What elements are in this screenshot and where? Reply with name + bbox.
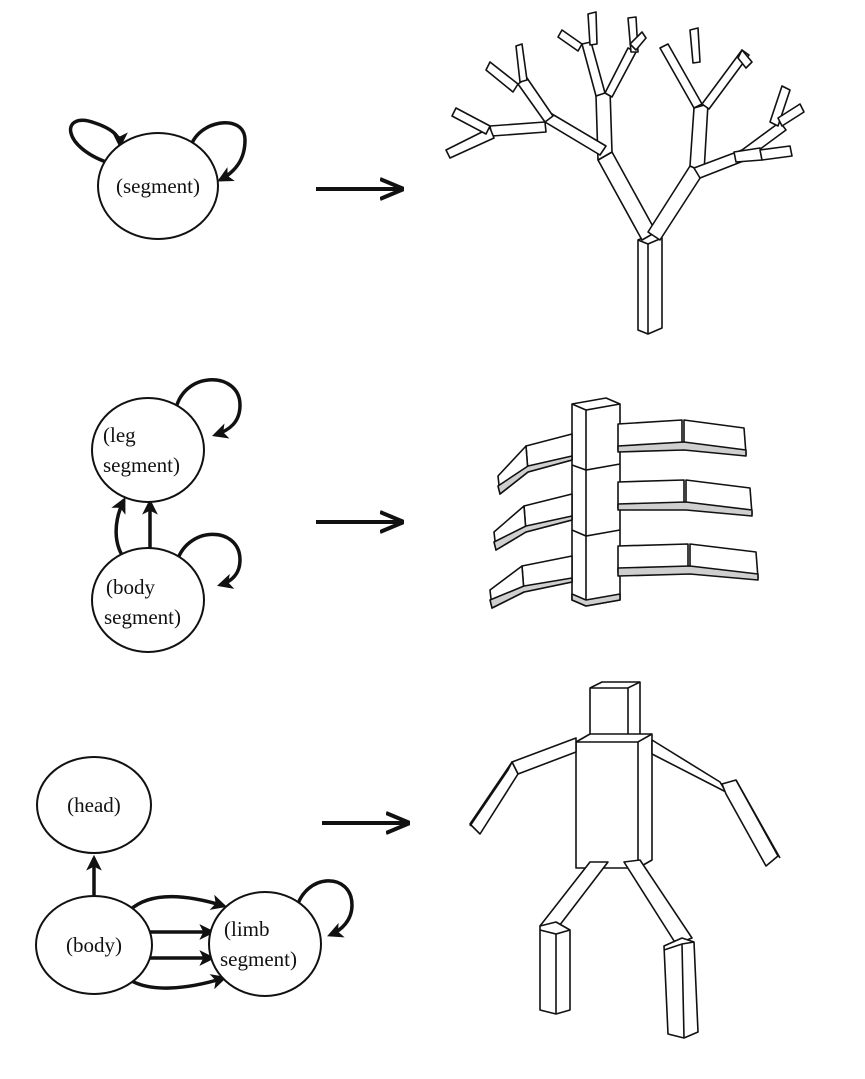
node-leg-segment-label-2: segment): [103, 453, 180, 477]
humanoid-head: [589, 681, 641, 743]
graph-head-body-limb: (head) (body) (limb segment): [35, 756, 354, 997]
limb-self-loop: [294, 879, 354, 938]
humanoid-torso: [575, 733, 653, 869]
node-body: [35, 895, 153, 995]
node-leg-segment: [91, 397, 205, 503]
tree-trunk: [637, 233, 663, 335]
node-limb-segment-label-2: segment): [220, 947, 297, 971]
node-body-segment-label-2: segment): [104, 605, 181, 629]
body-to-limb-bottom: [129, 974, 228, 990]
body-self-loop: [174, 532, 242, 589]
node-body-segment-label-1: (body: [106, 575, 155, 599]
self-loop-right: [188, 121, 247, 182]
row-segmented: (leg segment) (body segment): [91, 378, 759, 653]
self-loop-left: [68, 118, 128, 166]
node-limb-segment-label-1: (limb: [224, 917, 270, 941]
tree-creature: [445, 11, 805, 335]
row-humanoid: (head) (body) (limb segment): [35, 681, 781, 1039]
node-head: [36, 756, 152, 854]
segmented-creature: [489, 397, 759, 609]
body-to-limb-top: [128, 894, 228, 912]
node-segment: [97, 132, 219, 240]
node-body-segment: [91, 547, 205, 653]
node-body-label: (body): [66, 933, 122, 957]
row-tree: (segment): [68, 11, 805, 335]
node-leg-segment-label-1: (leg: [103, 423, 136, 447]
node-limb-segment: [208, 891, 322, 997]
node-head-label: (head): [67, 793, 121, 817]
graph-segment: (segment): [68, 118, 247, 240]
node-segment-label: (segment): [116, 174, 200, 198]
leg-self-loop: [173, 378, 242, 439]
humanoid-creature: [469, 681, 781, 1039]
graph-leg-body: (leg segment) (body segment): [91, 378, 242, 653]
